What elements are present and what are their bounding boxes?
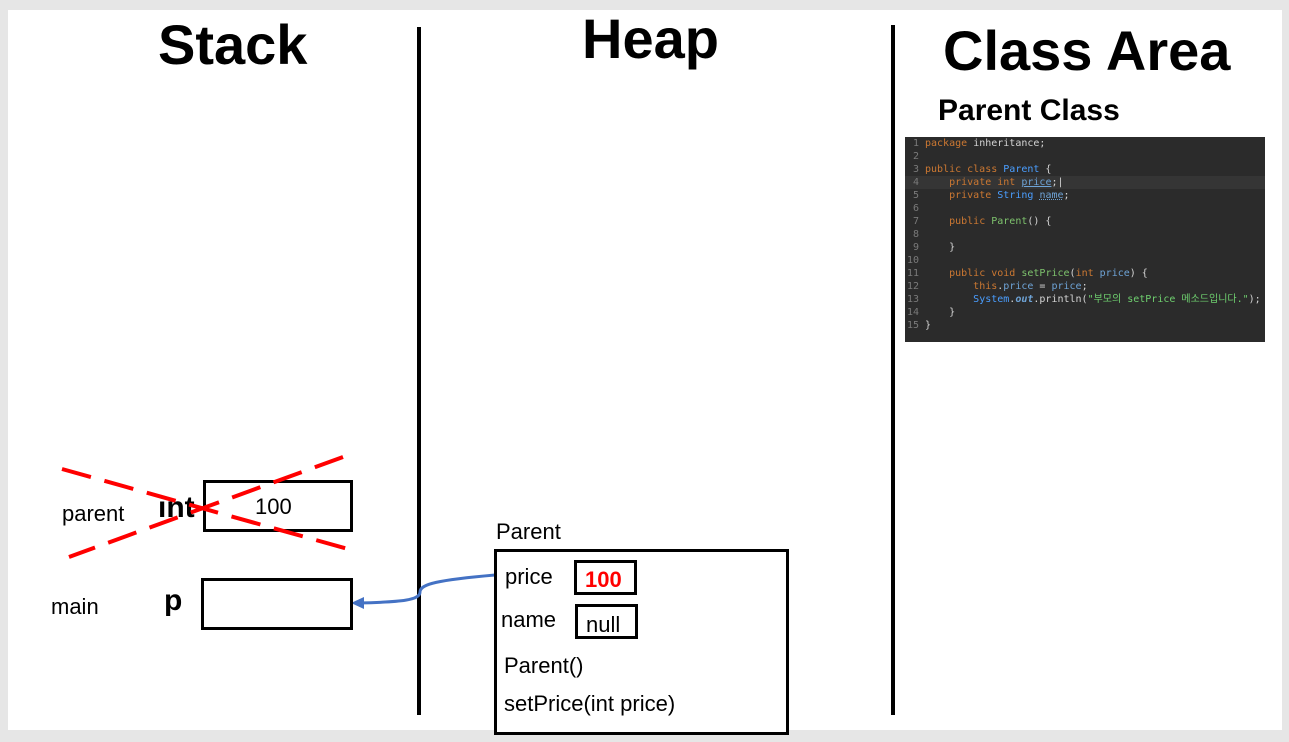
code-line: 14 } [906,307,956,318]
heap-field-name-box: null [575,604,638,639]
stack-var-value: 100 [255,494,292,519]
heap-object: price 100 name null Parent() setPrice(in… [494,549,789,735]
class-area-title: Class Area [943,19,1231,82]
heap-object-label: Parent [496,519,561,544]
heap-field-name: name [501,607,557,632]
code-line: 10 [906,255,919,266]
heap-method-setprice: setPrice(int price) [504,691,676,716]
heap-class-divider [891,25,895,715]
stack-frame-parent-label: parent [62,501,125,526]
stack-var-box-p [201,578,353,630]
stack-heap-divider [417,27,421,715]
code-line: 7 public Parent() { [912,216,1052,227]
heap-field-price-box: 100 [574,560,637,595]
stack-frame-main-label: main [51,594,99,619]
heap-title: Heap [582,7,719,70]
code-line: 11 public void setPrice(int price) { [906,268,1148,279]
code-line: 15} [906,320,932,331]
heap-field-price: price [505,564,553,589]
code-line: 9 } [912,242,956,253]
code-line: 6 [912,203,919,214]
reference-arrowhead [351,597,364,609]
parent-class-subtitle: Parent Class [938,94,1120,127]
heap-field-price-value: 100 [585,567,622,592]
cross-line-2 [68,455,344,559]
heap-field-name-value: null [586,612,621,637]
code-line: 4 private int price;| [905,176,1265,189]
reference-arrow [357,573,496,605]
code-line: 12 this.price = price; [906,281,1088,292]
code-line: 13 System.out.println("부모의 setPrice 메소드입… [906,294,1261,305]
stack-title: Stack [158,13,308,76]
code-line: 5 private String name; [912,190,1070,201]
code-line: 8 [912,229,919,240]
stack-var-name-p: p [164,584,183,617]
code-line: 2 [912,151,919,162]
overlay-svg [61,455,496,609]
code-text: inheritance; [973,138,1046,149]
heap-method-constructor: Parent() [504,653,584,678]
